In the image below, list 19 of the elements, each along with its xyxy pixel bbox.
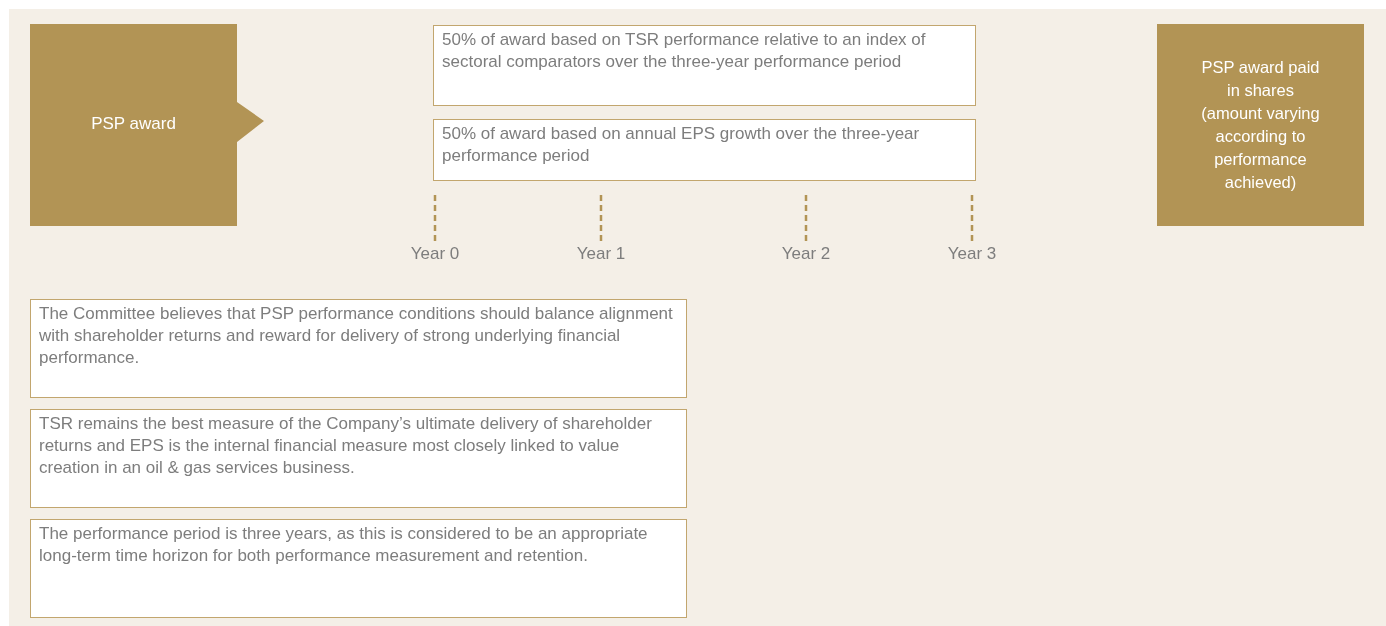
text-box — [30, 409, 687, 508]
text-box — [433, 25, 976, 106]
node-label: PSP award — [90, 114, 177, 134]
year-label: Year 2 — [781, 244, 831, 264]
award-arrow-shape — [30, 24, 264, 226]
body-text: 50% of award based on annual EPS growth over the three-year performance period — [442, 123, 921, 167]
body-text: The Committee believes that PSP performance conditions should balance alignment with shareholder returns and reward for delivery of strong underlying financial performance. — [39, 303, 674, 369]
node-heading: PSP award paid in shares — [1200, 57, 1321, 101]
text-box — [30, 299, 687, 398]
node-note: (amount varying according to performance achieved) — [1200, 103, 1321, 193]
year-label: Year 0 — [410, 244, 460, 264]
body-text: TSR remains the best measure of the Company’s ultimate delivery of shareholder returns and EPS is the internal financial measure most closely linked to value creation in an oil & gas services business. — [39, 413, 653, 479]
text-box — [433, 119, 976, 181]
result-box — [1157, 24, 1364, 226]
body-text: The performance period is three years, as this is considered to be an appropriate long-term time horizon for both performance measurement and retention. — [39, 523, 649, 567]
year-label: Year 1 — [576, 244, 626, 264]
body-text: 50% of award based on TSR performance relative to an index of sectoral comparators over the three-year performance period — [442, 29, 927, 73]
year-label: Year 3 — [947, 244, 997, 264]
text-box — [30, 519, 687, 618]
